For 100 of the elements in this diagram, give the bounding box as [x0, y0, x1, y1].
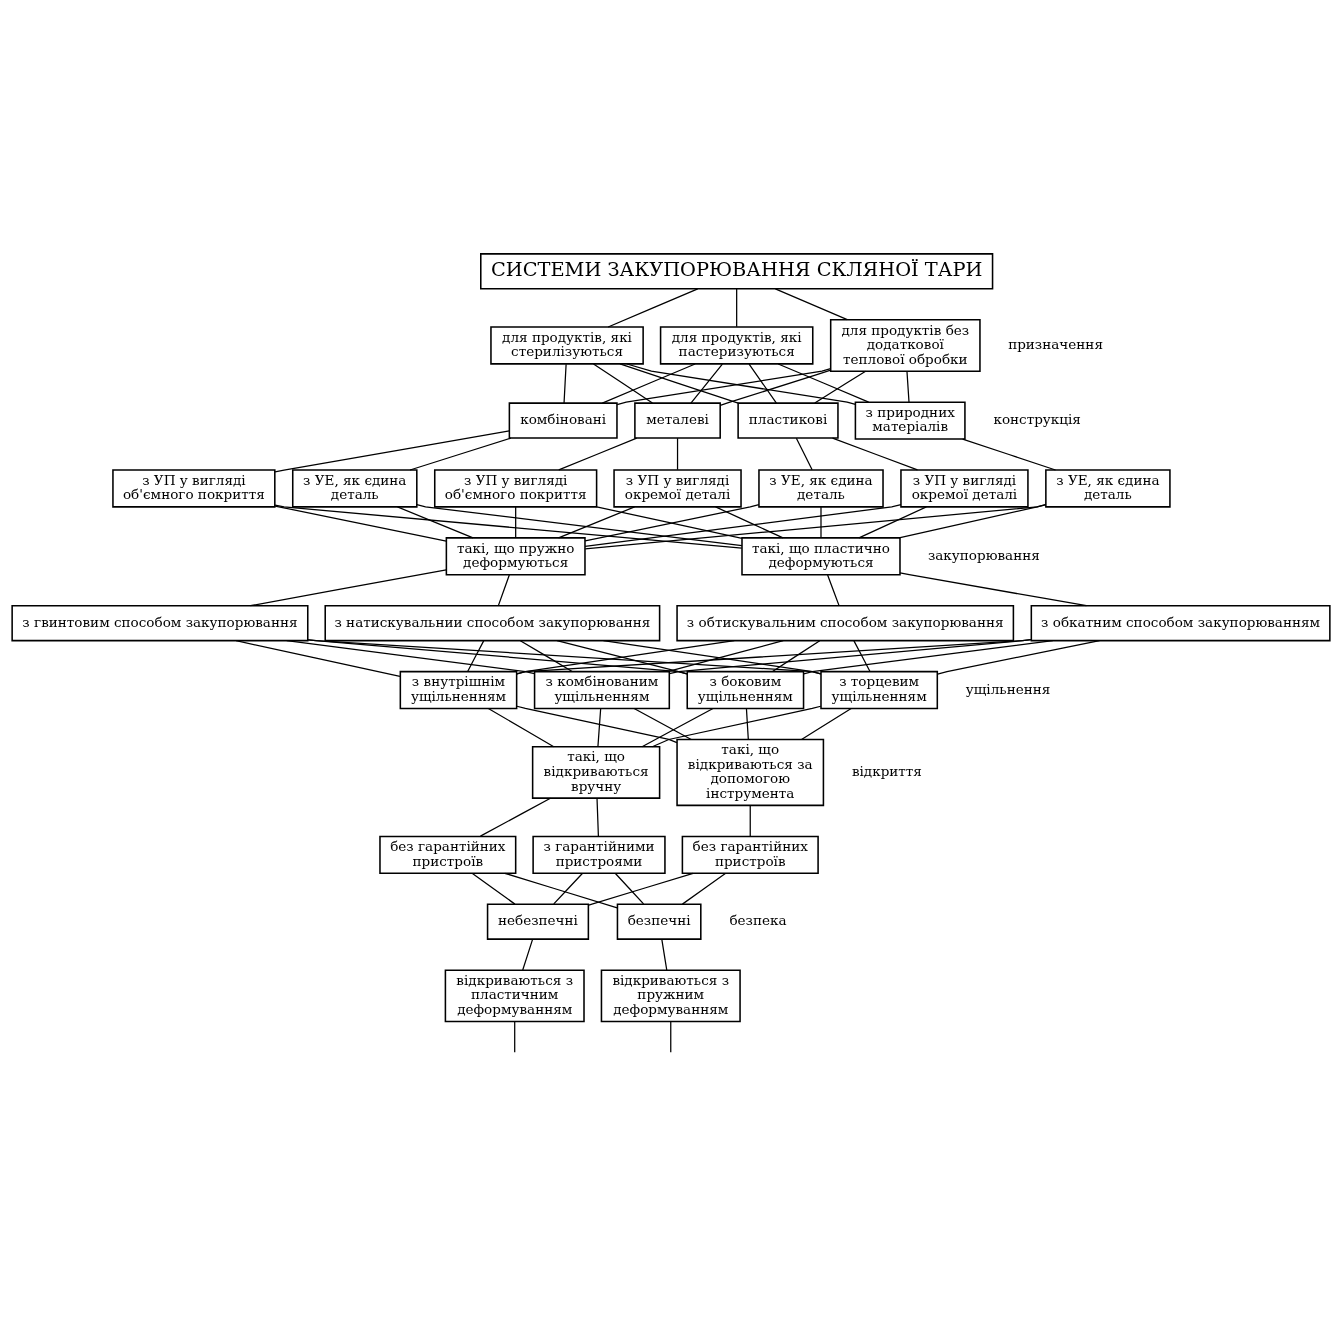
connector	[748, 363, 778, 404]
node-box: з торцевим ущільненням	[820, 670, 939, 709]
connector	[668, 638, 1032, 674]
node-box: з гарантійними пристроями	[532, 835, 666, 874]
connector	[614, 872, 645, 905]
connector	[516, 705, 678, 743]
connector	[479, 797, 552, 837]
node-box: для продуктів, які пастеризуються	[659, 325, 814, 365]
connector	[858, 505, 927, 538]
connector	[497, 573, 510, 606]
connector	[676, 437, 679, 470]
connector	[670, 1020, 672, 1053]
connector	[286, 639, 536, 674]
connector	[596, 505, 743, 539]
connector	[249, 568, 447, 606]
connector	[820, 505, 822, 538]
connector	[471, 872, 516, 905]
connector	[641, 707, 714, 747]
node-box: пластикові	[737, 401, 839, 439]
node-box: з УЕ, як єдина деталь	[758, 468, 884, 508]
connector	[601, 362, 696, 404]
connector	[514, 1020, 516, 1053]
connector	[616, 367, 832, 405]
connector	[690, 363, 723, 404]
connector	[715, 505, 784, 538]
node-box: безпечні	[616, 903, 702, 940]
node-box: такі, що пластично деформуються	[741, 536, 901, 575]
node-box: з обкатним способом закупорюванням	[1030, 604, 1331, 641]
connector	[553, 872, 583, 905]
connector	[777, 362, 870, 403]
connector	[602, 639, 822, 674]
label: закупорювання	[927, 546, 1040, 563]
connector	[487, 707, 555, 747]
connector	[661, 938, 668, 971]
label: відкриття	[851, 762, 922, 779]
connector	[619, 362, 739, 404]
connector	[516, 638, 1032, 674]
node-box: такі, що відкриваються вручну	[531, 745, 661, 799]
connector	[563, 363, 567, 404]
node-box: комбіновані	[508, 401, 618, 439]
connector	[307, 638, 822, 674]
node-box: з боковим ущільненням	[686, 670, 805, 709]
node-box: з комбінованим ущільненням	[533, 670, 671, 709]
label: конструкція	[993, 410, 1081, 427]
connector	[416, 503, 743, 546]
connector	[558, 437, 638, 471]
connector	[409, 437, 512, 471]
connector	[515, 505, 517, 538]
connector	[962, 437, 1057, 471]
connector	[274, 504, 743, 549]
connector	[827, 573, 840, 606]
connector	[519, 639, 573, 672]
node-box: відкриваються з пластичним деформуванням	[444, 968, 585, 1022]
node-box: з УП у вигляді окремої деталі	[900, 468, 1029, 508]
connector	[899, 571, 1088, 606]
connector	[607, 287, 699, 328]
connector	[597, 707, 602, 747]
node-box: з УЕ, як єдина деталь	[291, 468, 418, 508]
connector	[588, 872, 694, 906]
node-box: з натискувальнии способом закупорювання	[324, 604, 661, 641]
connector	[592, 362, 654, 404]
node-box: СИСТЕМИ ЗАКУПОРЮВАННЯ СКЛЯНОЇ ТАРИ	[480, 252, 994, 290]
node-box: з природних матеріалів	[854, 400, 966, 440]
connector	[936, 639, 1101, 675]
connector	[898, 503, 1047, 538]
connector	[681, 872, 726, 905]
connector	[719, 369, 832, 406]
connector	[774, 287, 848, 320]
node-box: металеві	[634, 401, 721, 439]
connector	[906, 370, 910, 403]
connector	[274, 504, 447, 542]
node-box: без гарантійних пристроїв	[379, 835, 517, 874]
connector	[745, 707, 749, 740]
label: призначення	[1008, 335, 1103, 352]
connector	[522, 938, 534, 971]
connector	[633, 707, 692, 740]
connector	[853, 639, 871, 672]
connector	[584, 503, 902, 547]
node-box: з УП у вигляді об'ємного покриття	[112, 468, 276, 508]
connector	[396, 505, 474, 538]
label: ущільнення	[965, 680, 1051, 697]
node-box: з внутрішнім ущільненням	[399, 670, 518, 709]
node-box: для продуктів без додаткової теплової обробки	[829, 318, 981, 372]
connector	[584, 503, 1047, 549]
connector	[803, 639, 1054, 674]
node-box: для продуктів, які стерилізуються	[490, 325, 644, 365]
connector	[557, 505, 636, 538]
node-box: такі, що пружно деформуються	[445, 536, 586, 575]
connector	[831, 437, 919, 471]
node-box: з УЕ, як єдина деталь	[1045, 468, 1171, 508]
node-box: з гвинтовим способом закупорювання	[11, 604, 309, 641]
connector	[556, 639, 688, 674]
connector	[467, 639, 485, 672]
node-box: з УП у вигляді окремої деталі	[613, 468, 742, 508]
label: безпека	[729, 911, 787, 928]
node-box: небезпечні	[486, 903, 590, 940]
node-box: з УП у вигляді об'ємного покриття	[433, 468, 598, 508]
connector	[626, 362, 857, 405]
connector	[814, 370, 867, 404]
node-box: відкриваються з пружним деформуванням	[600, 968, 741, 1022]
